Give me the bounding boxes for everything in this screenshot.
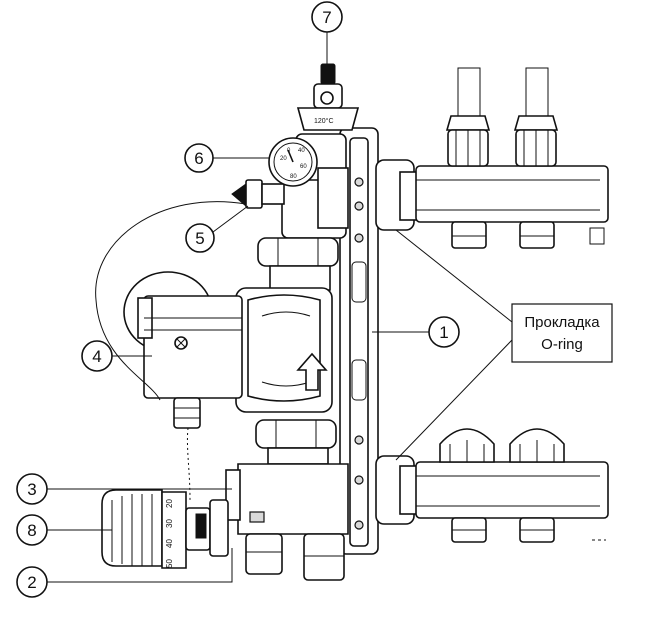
automatic-air-vent: 120°C (296, 63, 360, 131)
callout-1: 1 (428, 316, 460, 348)
callout-4: 4 (81, 340, 113, 372)
capillary-tube (95, 201, 247, 501)
gauge-tick-60: 60 (300, 164, 307, 170)
oring-label-line2: O-ring (541, 336, 583, 353)
supply-manifold (375, 67, 609, 249)
oring-leaders (395, 229, 513, 461)
vent-temp-label: 120°C (314, 117, 334, 125)
callout-8: 8 (16, 514, 48, 546)
callout-2-label: 2 (27, 573, 36, 592)
thermometer-gauge: 0 20 40 60 80 (268, 137, 318, 187)
gauge-tick-20: 20 (280, 156, 287, 162)
gauge-tick-0: 0 (287, 148, 291, 154)
circulation-pump (123, 271, 333, 429)
oring-label-box: Прокладка O-ring (511, 303, 613, 363)
callout-3: 3 (16, 473, 48, 505)
return-manifold (375, 428, 609, 543)
thermo-scale-30: 30 (165, 519, 174, 528)
thermostatic-head: 20 30 40 50 (101, 489, 229, 569)
callout-leaders (46, 32, 430, 583)
thermo-scale-20: 20 (165, 499, 174, 508)
gauge-tick-40: 40 (298, 148, 305, 154)
callout-7-label: 7 (322, 8, 331, 27)
callout-3-label: 3 (27, 480, 36, 499)
callout-6-label: 6 (194, 149, 203, 168)
callout-8-label: 8 (27, 521, 36, 540)
callout-5-label: 5 (195, 229, 204, 248)
oring-label-line1: Прокладка (524, 314, 600, 331)
callout-5: 5 (185, 223, 215, 253)
thermo-scale-50: 50 (165, 559, 174, 568)
callout-4-label: 4 (92, 347, 101, 366)
callout-7: 7 (311, 1, 343, 33)
callout-1-label: 1 (439, 323, 448, 342)
temperature-sensor-probe (231, 179, 285, 209)
callout-2: 2 (16, 566, 48, 598)
callout-6: 6 (184, 143, 214, 173)
manifold-bracket-rail (339, 127, 379, 555)
thermo-scale-40: 40 (165, 539, 174, 548)
gauge-tick-80: 80 (290, 174, 297, 180)
